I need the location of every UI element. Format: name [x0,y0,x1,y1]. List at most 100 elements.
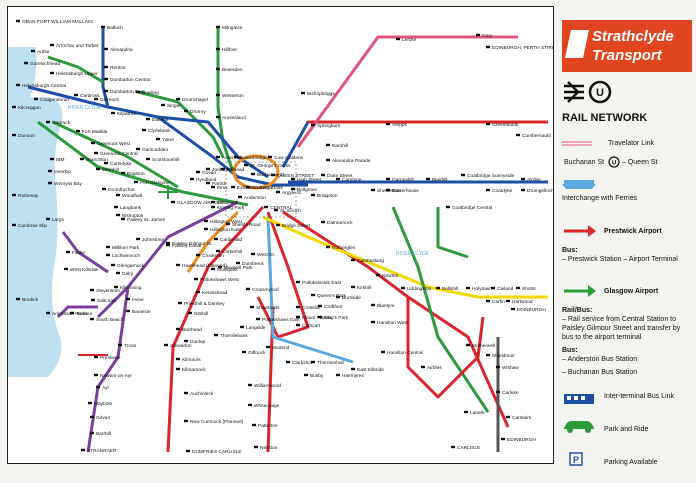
station-marker-newton_on_ayr[interactable] [94,373,98,377]
station-label-coatbridge_central[interactable]: Coatbridge Central [452,205,492,211]
station-label-ayr[interactable]: Ayr [102,385,110,391]
station-label-muirend[interactable]: Muirend [272,345,290,351]
station-label-dunoon[interactable]: Dunoon [18,133,35,139]
station-marker-bridgeton[interactable] [311,193,315,197]
station-label-edinburgh_b[interactable]: EDINBURGH [507,437,536,443]
station-label-singer[interactable]: Singer [167,103,181,109]
station-marker-queen_street[interactable] [271,173,275,177]
station-marker-inverkip[interactable] [48,169,52,173]
station-label-drumfrochar[interactable]: Drumfrochar [108,187,135,193]
station-marker-muirend[interactable] [266,345,270,349]
station-marker-wemyss_bay[interactable] [48,181,52,185]
station-label-stepps[interactable]: Stepps [392,122,408,128]
station-label-ardrossan_town[interactable]: Town [76,311,88,317]
station-label-airdrie[interactable]: Airdrie [527,177,541,183]
station-label-corkerhill[interactable]: Corkerhill [222,249,242,255]
station-label-brodick[interactable]: Brodick [22,297,39,303]
station-label-kelvinhall[interactable]: Kelvinhall [222,155,243,161]
station-marker-patterton[interactable] [252,423,256,427]
station-marker-clydebank[interactable] [142,128,146,132]
station-marker-troon[interactable] [118,343,122,347]
station-marker-greenock_west[interactable] [91,141,95,145]
station-marker-barnhill[interactable] [326,143,330,147]
station-label-hamilton_west[interactable]: Hamilton West [377,320,409,326]
station-label-shieldmuir[interactable]: Shieldmuir [492,353,515,359]
station-marker-hartwood[interactable] [506,299,510,303]
station-label-exhibition_centre[interactable]: Exhibition Centre [237,185,274,191]
station-label-new_cumnock[interactable]: New Cumnock (Planned) [190,419,244,425]
station-label-greenock_central[interactable]: Greenock Central [100,151,138,157]
station-label-croy[interactable]: Croy [482,33,493,39]
station-marker-dalmuir[interactable] [146,117,150,121]
station-marker-carfin[interactable] [486,299,490,303]
station-label-anniesland[interactable]: Anniesland [222,115,246,121]
station-label-renton[interactable]: Renton [110,65,126,71]
station-marker-clarkston[interactable] [286,360,290,364]
station-marker-maybole[interactable] [88,401,92,405]
station-marker-dalreoch[interactable] [94,97,98,101]
station-marker-cumbrae[interactable] [12,223,16,227]
station-label-hairmyres[interactable]: Hairmyres [342,373,364,379]
station-label-shotts[interactable]: Shotts [522,286,536,292]
station-marker-ardrossan_town[interactable] [70,311,74,315]
station-marker-busby[interactable] [304,373,308,377]
station-marker-stranraer[interactable] [81,448,85,452]
station-label-port_glasgow[interactable]: Port Glasgow [140,180,169,186]
station-marker-arrochar[interactable] [50,43,54,47]
station-label-drumgelloch[interactable]: Drumgelloch [527,188,553,194]
station-label-dumbarton_central[interactable]: Dumbarton Central [110,77,151,83]
station-marker-glengarnock[interactable] [111,263,115,267]
station-marker-shettleston[interactable] [371,188,375,192]
station-label-crossmyloof[interactable]: Crossmyloof [252,287,279,293]
station-marker-mosspark[interactable] [211,267,215,271]
station-marker-craigendoran[interactable] [34,97,38,101]
station-marker-garelochhead[interactable] [24,61,28,65]
station-marker-ayr[interactable] [96,385,100,389]
station-label-east_kilbride[interactable]: East Kilbride [357,367,384,373]
station-marker-scotstounhill[interactable] [146,157,150,161]
station-label-shettleston[interactable]: Shettleston [377,188,401,194]
station-label-high_street[interactable]: High Street [297,177,322,183]
station-label-largs[interactable]: Largs [52,217,65,223]
station-label-holytown[interactable]: Holytown [472,286,492,292]
station-label-west_kilbride[interactable]: West Kilbride [70,267,99,273]
station-label-glasgow_airport[interactable]: GLASGOW AIRPORT [177,200,224,206]
station-marker-cambuslang[interactable] [351,258,355,262]
station-label-craigendoran[interactable]: Craigendoran [40,97,69,103]
station-marker-kirkhill[interactable] [351,285,355,289]
station-marker-east_kilbride[interactable] [351,367,355,371]
station-label-croftfoot[interactable]: Croftfoot [324,304,343,310]
station-label-balloch[interactable]: Balloch [107,25,123,31]
station-marker-dumbreck[interactable] [236,261,240,265]
station-label-pollokshields_east[interactable]: Pollokshields East [302,280,342,286]
station-marker-irvine[interactable] [126,297,130,301]
station-marker-st_enoch[interactable] [274,208,278,212]
station-marker-alexandra_parade[interactable] [326,158,330,162]
station-label-argyle_st[interactable]: Argyle St [282,190,302,196]
station-label-girvan[interactable]: Girvan [96,415,110,421]
station-marker-brodick[interactable] [16,297,20,301]
station-marker-singer[interactable] [161,103,165,107]
station-marker-hillington_e[interactable] [204,227,208,231]
station-label-paisley_canal[interactable]: Paisley Canal [172,243,201,249]
station-marker-edinburgh_perth[interactable] [486,45,490,49]
station-label-duke_street[interactable]: Duke Street [327,173,353,179]
station-label-arrochar[interactable]: Arrochar and Tarbet [56,43,99,49]
station-marker-drumchapel[interactable] [176,97,180,101]
station-marker-wishaw[interactable] [496,365,500,369]
station-label-scotstounhill[interactable]: Scotstounhill [152,157,179,163]
station-marker-kinning_park[interactable] [211,205,215,209]
station-marker-cathcart[interactable] [296,323,300,327]
station-label-fort_matilda[interactable]: Fort Matilda [82,129,108,135]
station-marker-buchanan_st[interactable] [251,172,255,176]
station-label-branchton[interactable]: Branchton [86,157,108,163]
station-marker-milngavie[interactable] [216,25,220,29]
station-marker-newton[interactable] [376,273,380,277]
station-marker-blantyre[interactable] [371,303,375,307]
station-marker-croy[interactable] [476,33,480,37]
station-label-bearsden[interactable]: Bearsden [222,67,243,73]
station-label-cambuslang[interactable]: Cambuslang [357,258,384,264]
station-label-blantyre[interactable]: Blantyre [377,303,395,309]
station-marker-springburn[interactable] [311,123,315,127]
station-label-anderston[interactable]: Anderston [244,195,266,201]
